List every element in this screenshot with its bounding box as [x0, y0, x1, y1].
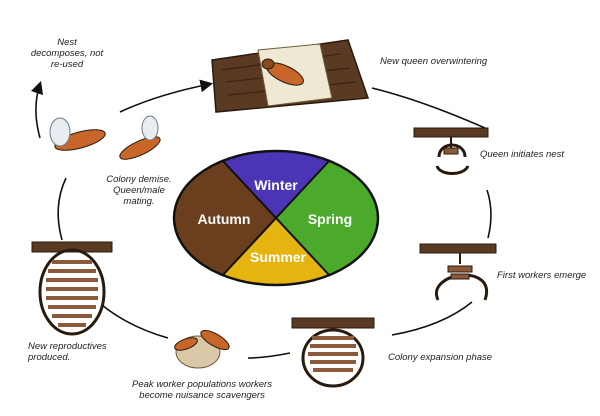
winter-quadrant	[200, 151, 360, 218]
queen-initiates-nest-illustration	[413, 127, 489, 175]
arrow-peak-to-reproductives	[101, 304, 169, 339]
arrow-expansion-to-peak	[247, 352, 291, 359]
season-spring: Spring	[308, 211, 352, 227]
label-queen-initiates-nest: Queen initiates nest	[480, 149, 564, 160]
label-first-workers-emerge: First workers emerge	[497, 270, 587, 281]
peak-workers-illustration	[174, 329, 230, 369]
arrow-nest-to-workers	[486, 189, 492, 239]
arrow-queen-to-nest	[371, 87, 486, 129]
season-winter: Winter	[254, 177, 298, 193]
new-reproductives-illustration	[31, 241, 113, 336]
label-colony-demise: Colony demise. Queen/male mating.	[106, 174, 172, 207]
season-summer: Summer	[250, 249, 307, 265]
season-wheel: Winter Spring Summer Autumn	[172, 149, 380, 287]
first-workers-emerge-illustration	[419, 243, 497, 301]
label-peak-workers: Peak worker populations workers become n…	[132, 379, 272, 401]
arrow-demise-to-decompose	[30, 80, 44, 139]
label-nest-decomposes: Nest decomposes, not re-used	[30, 37, 104, 70]
label-new-reproductives: New reproductives produced.	[28, 341, 107, 363]
cycle-arrows	[30, 79, 492, 359]
queen-overwintering-illustration	[211, 39, 370, 113]
label-colony-expansion: Colony expansion phase	[388, 352, 493, 363]
label-queen-overwintering: New queen overwintering	[380, 56, 488, 67]
mating-wasps-illustration	[49, 115, 161, 160]
colony-expansion-illustration	[291, 317, 375, 388]
arrow-demise-to-queen	[119, 79, 214, 113]
arrow-workers-to-expansion	[391, 301, 473, 336]
season-autumn: Autumn	[198, 211, 251, 227]
season-wheel-outline	[172, 149, 380, 287]
arrow-reproductives-to-demise	[57, 177, 67, 241]
